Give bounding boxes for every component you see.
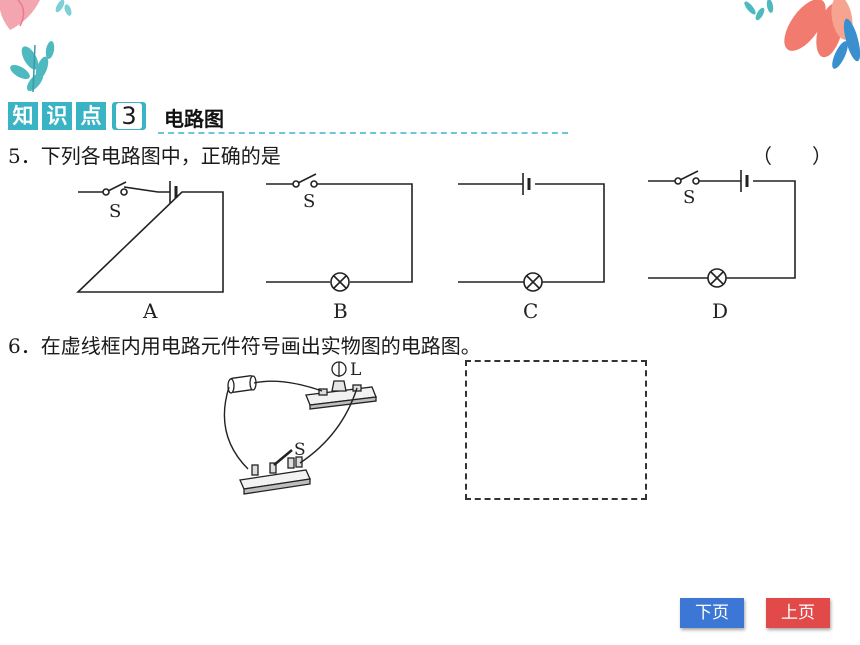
next-page-button[interactable]: 下页 bbox=[680, 598, 744, 628]
question-6-text: 6．在虚线框内用电路元件符号画出实物图的电路图。 bbox=[8, 334, 481, 358]
switch-label: S bbox=[294, 440, 306, 460]
circuit-a-switch-label: S bbox=[109, 201, 121, 222]
previous-page-button[interactable]: 上页 bbox=[766, 598, 830, 628]
circuit-d-switch-label: S bbox=[683, 187, 695, 208]
wire-lamp-switch bbox=[299, 387, 358, 464]
switch-board-icon bbox=[239, 449, 311, 495]
wire-battery-lamp bbox=[253, 380, 323, 392]
option-a-label: A bbox=[142, 299, 158, 323]
circuit-d bbox=[648, 170, 796, 288]
keyword-char-2: 识 bbox=[42, 102, 72, 130]
wire-battery-switch bbox=[223, 386, 249, 470]
circuit-b bbox=[266, 173, 413, 292]
section-number-badge: 3 bbox=[112, 102, 146, 130]
circuit-a bbox=[76, 181, 224, 293]
answer-drawing-box[interactable] bbox=[465, 360, 647, 500]
battery-icon bbox=[227, 375, 257, 394]
leaf-decoration-top-left bbox=[0, 0, 72, 93]
question-5-text: 5．下列各电路图中，正确的是 bbox=[8, 144, 281, 168]
circuit-options: S S S A B C D bbox=[76, 170, 796, 323]
circuit-c bbox=[458, 173, 605, 292]
section-underline bbox=[158, 132, 568, 134]
lamp-label: L bbox=[350, 360, 361, 380]
section-header: 知 识 点 3 电路图 bbox=[8, 100, 568, 136]
circuit-b-switch-label: S bbox=[303, 191, 315, 212]
option-b-label: B bbox=[333, 299, 348, 323]
lamp-board-icon bbox=[305, 361, 377, 410]
option-c-label: C bbox=[523, 299, 538, 323]
keyword-char-3: 点 bbox=[76, 102, 106, 130]
answer-parentheses: （ ） bbox=[752, 144, 832, 168]
section-number: 3 bbox=[116, 103, 142, 129]
option-d-label: D bbox=[712, 299, 728, 323]
leaf-decoration-top-right bbox=[744, 0, 860, 69]
section-title: 电路图 bbox=[164, 107, 224, 131]
physical-circuit-illustration: L S bbox=[223, 360, 377, 495]
keyword-char-1: 知 bbox=[8, 102, 38, 130]
